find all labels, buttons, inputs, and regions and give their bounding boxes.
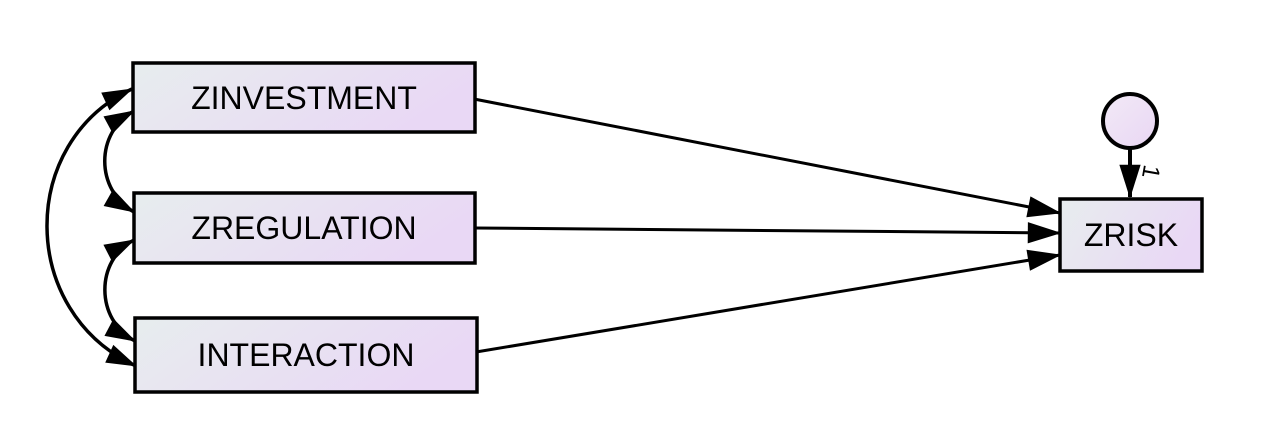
regression-arrow-interaction-zrisk[interactable]	[475, 249, 1062, 354]
node-interaction[interactable]: INTERACTION	[133, 316, 479, 394]
zrisk-box[interactable]	[1058, 197, 1204, 273]
error-weight-label: 1	[1136, 163, 1165, 181]
covariance-arrow-zregulation-interaction[interactable]	[103, 238, 137, 343]
zinvestment-label: ZINVESTMENT	[191, 80, 417, 116]
node-zrisk[interactable]: ZRISK	[1058, 197, 1204, 273]
node-zregulation[interactable]: ZREGULATION	[132, 191, 477, 265]
regression-arrow-zregulation-zrisk[interactable]	[474, 222, 1062, 244]
covariance-arrow-zinvestment-interaction[interactable]	[45, 87, 138, 368]
node-zinvestment[interactable]: ZINVESTMENT	[131, 61, 477, 134]
zregulation-label: ZREGULATION	[191, 210, 416, 246]
zrisk-label: ZRISK	[1084, 217, 1178, 253]
covariance-arrow-zinvestment-zregulation[interactable]	[103, 109, 136, 214]
regression-arrow-zinvestment-zrisk[interactable]	[473, 97, 1062, 218]
error-term-circle[interactable]	[1101, 92, 1159, 150]
zregulation-box[interactable]	[132, 191, 477, 265]
interaction-box[interactable]	[133, 316, 479, 394]
interaction-label: INTERACTION	[198, 337, 415, 373]
zinvestment-box[interactable]	[131, 61, 477, 134]
